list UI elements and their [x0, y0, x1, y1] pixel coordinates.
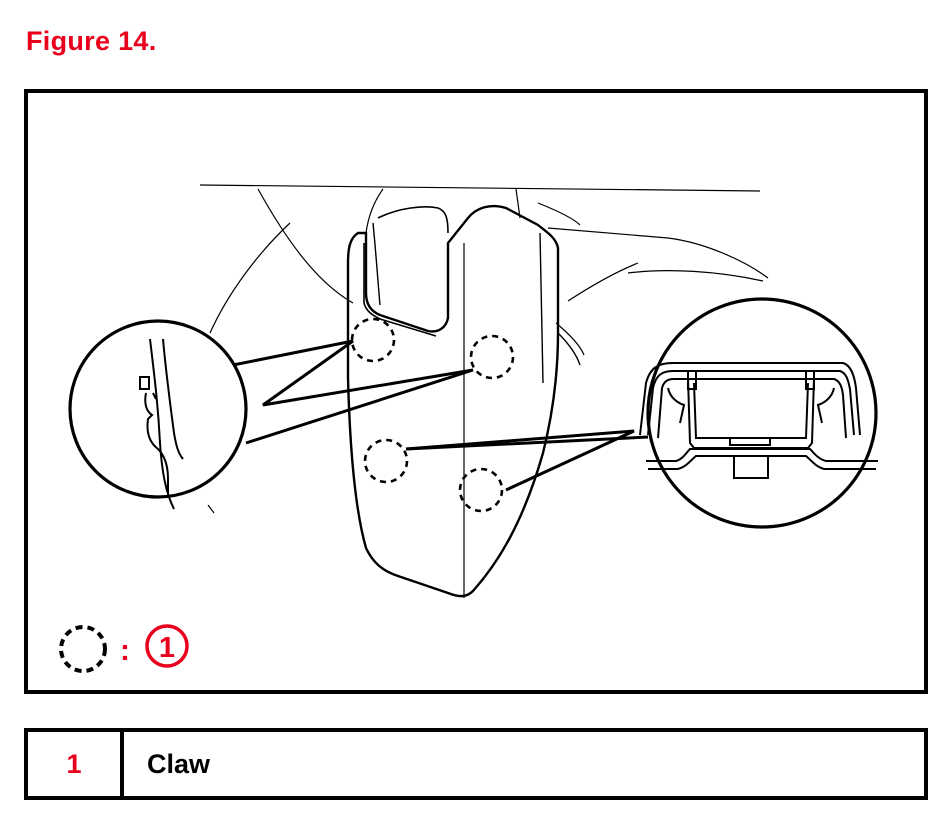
- diagram-frame: : 1: [24, 89, 928, 694]
- callout-number-circle: [145, 624, 189, 668]
- legend-row-label: Claw: [147, 748, 211, 779]
- claw-marker-bottom-right: [458, 467, 504, 513]
- callout-number: 1: [159, 632, 175, 664]
- claw-markers: [350, 317, 515, 513]
- legend-colon: :: [120, 634, 130, 667]
- right-detail-view: [639, 297, 878, 529]
- legend-table: 1 Claw: [24, 728, 928, 800]
- legend-row-number: 1: [28, 732, 124, 796]
- claw-marker-top-left: [350, 317, 396, 363]
- claw-diagram: : 1: [59, 184, 878, 673]
- bracket-part: [346, 204, 581, 598]
- legend-dashed-circle: [59, 625, 107, 673]
- claw-marker-bottom-left: [363, 438, 409, 484]
- figure-title: Figure 14.: [26, 26, 157, 56]
- claw-marker-top-right: [469, 334, 515, 380]
- background-body-lines: [199, 184, 769, 598]
- leader-lines: [232, 339, 649, 492]
- left-detail-view: [68, 319, 248, 510]
